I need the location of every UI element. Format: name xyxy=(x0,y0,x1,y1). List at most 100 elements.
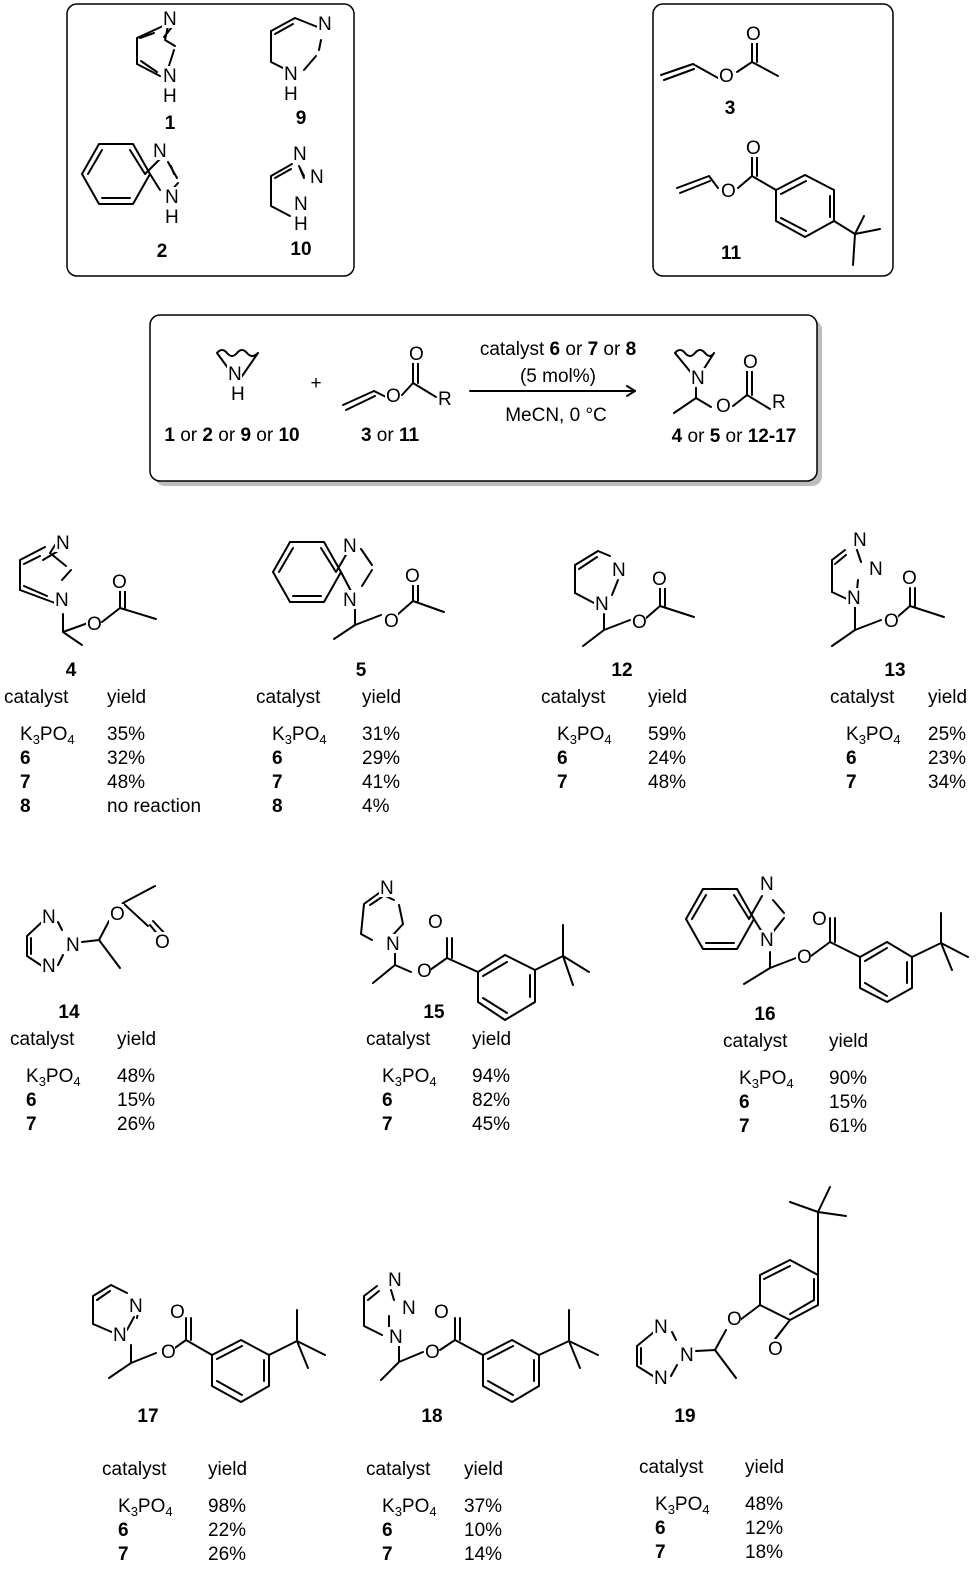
table-spacer xyxy=(256,710,401,723)
catalyst-cell: K3PO4 xyxy=(557,724,612,747)
table-spacer xyxy=(639,1480,784,1493)
atom-label-o: O xyxy=(112,572,127,593)
atom-label-n: N xyxy=(680,1345,694,1366)
catalyst-cell: 7 xyxy=(272,772,283,793)
atom-label-h: H xyxy=(294,214,308,235)
catalyst-cell: 6 xyxy=(557,748,568,769)
atom-label-background xyxy=(342,536,357,555)
yield-cell: 61% xyxy=(829,1116,868,1137)
header-catalyst: catalyst xyxy=(10,1029,75,1050)
header-yield: yield xyxy=(107,687,147,708)
atom-label-o: O xyxy=(746,138,761,159)
atom-label-background xyxy=(437,389,452,408)
ester-reactant-label: 3 or 11 xyxy=(361,425,420,446)
atom-label-background xyxy=(759,930,774,949)
atom-label-background xyxy=(383,611,398,630)
catalyst-cell: 7 xyxy=(739,1116,750,1137)
atom-label-o: O xyxy=(716,396,731,417)
amine-reactant-label: 1 or 2 or 9 or 10 xyxy=(164,425,299,446)
compound-label-4: 4 xyxy=(66,660,77,681)
atom-label-o: O xyxy=(425,1342,440,1363)
yield-cell: 22% xyxy=(208,1520,247,1541)
yield-cell: 48% xyxy=(117,1066,156,1087)
table-spacer xyxy=(366,1482,503,1495)
atom-label-n: N xyxy=(654,1368,668,1389)
atom-label-o: O xyxy=(768,1339,783,1360)
catalyst-cell: 6 xyxy=(739,1092,750,1113)
atom-label-background xyxy=(901,568,916,587)
atom-label-background xyxy=(154,932,169,951)
atom-label-background xyxy=(720,181,735,200)
atom-label-n: N xyxy=(760,930,774,951)
yield-cell: 41% xyxy=(362,772,401,793)
atom-label-background xyxy=(309,167,324,186)
reaction-conditions: MeCN, 0 °C xyxy=(505,405,607,426)
yield-cell: 90% xyxy=(829,1068,868,1089)
compound-label-3: 3 xyxy=(725,98,736,119)
atom-label-n: N xyxy=(343,590,357,611)
atom-label-background xyxy=(726,1309,741,1328)
atom-label-background xyxy=(111,572,126,591)
atom-label-o: O xyxy=(884,611,899,632)
yield-cell: no reaction xyxy=(107,796,202,817)
compound-label-17: 17 xyxy=(137,1406,158,1427)
atom-label-o: O xyxy=(386,386,401,407)
catalyst-cell: 6 xyxy=(118,1520,129,1541)
compound-label-5: 5 xyxy=(356,660,367,681)
catalyst-cell: 6 xyxy=(655,1518,666,1539)
atom-label-background xyxy=(883,611,898,630)
atom-label-n: N xyxy=(284,64,298,85)
atom-label-h: H xyxy=(163,86,177,107)
compound-label-10: 10 xyxy=(290,239,311,260)
atom-label-n: N xyxy=(386,934,400,955)
atom-label-background xyxy=(112,1325,127,1344)
atom-label-background xyxy=(404,566,419,585)
atom-label-o: O xyxy=(743,352,758,373)
header-yield: yield xyxy=(648,687,688,708)
atom-label-n: N xyxy=(654,1317,668,1338)
atom-label-background xyxy=(65,935,80,954)
header-yield: yield xyxy=(928,687,968,708)
atom-label-background xyxy=(162,9,177,28)
atom-label-background xyxy=(54,590,69,609)
atom-label-n: N xyxy=(847,588,861,609)
yield-cell: 10% xyxy=(464,1520,503,1541)
atom-label-o: O xyxy=(384,611,399,632)
atom-label-o: O xyxy=(428,912,443,933)
catalyst-cell: 7 xyxy=(118,1544,129,1565)
atom-label-background xyxy=(846,588,861,607)
yield-cell: 45% xyxy=(472,1114,511,1135)
atom-label-n: N xyxy=(42,907,56,928)
yield-cell: 48% xyxy=(107,772,146,793)
header-yield: yield xyxy=(472,1029,512,1050)
catalyst-cell: K3PO4 xyxy=(272,724,327,747)
catalyst-cell: 6 xyxy=(20,748,31,769)
atom-label-background xyxy=(162,66,177,85)
catalyst-cell: 7 xyxy=(382,1544,393,1565)
atom-label-background xyxy=(424,1342,439,1361)
table-spacer xyxy=(4,710,201,723)
catalyst-cell: 7 xyxy=(382,1114,393,1135)
atom-label-background xyxy=(169,1302,184,1321)
atom-label-background xyxy=(745,24,760,43)
atom-label-n: N xyxy=(691,368,705,389)
atom-label-background xyxy=(388,1327,403,1346)
atom-label-o: O xyxy=(434,1302,449,1323)
catalyst-cell: 6 xyxy=(846,748,857,769)
catalyst-cell: 7 xyxy=(846,772,857,793)
